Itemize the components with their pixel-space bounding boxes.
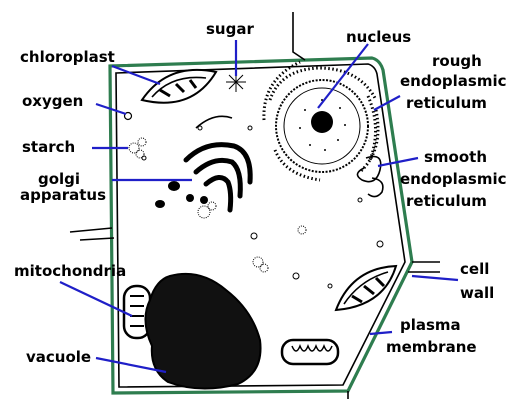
leader-chloroplast xyxy=(112,66,160,84)
golgi-vesicles xyxy=(155,181,208,208)
label-rough-er-2: endoplasmic xyxy=(400,72,507,90)
leader-nucleus xyxy=(318,44,368,108)
label-rough-er-1: rough xyxy=(432,52,482,70)
leader-lines xyxy=(60,40,458,372)
label-starch: starch xyxy=(22,138,75,156)
neighbour-wall-top xyxy=(293,12,305,60)
cytoplasm-specks xyxy=(142,126,383,288)
leader-mitochondria xyxy=(60,282,132,316)
label-sugar: sugar xyxy=(206,20,254,38)
label-cell-wall-1: cell xyxy=(460,260,489,278)
label-nucleus: nucleus xyxy=(346,28,411,46)
label-oxygen: oxygen xyxy=(22,92,83,110)
mitochondrion-bottom xyxy=(282,340,338,364)
golgi-apparatus xyxy=(186,145,250,210)
label-rough-er-3: reticulum xyxy=(406,94,487,112)
chloroplast-top xyxy=(142,70,216,103)
leader-plasma-membrane xyxy=(370,332,392,334)
label-chloroplast: chloroplast xyxy=(20,48,115,66)
label-plasma-membrane-2: membrane xyxy=(386,338,477,356)
leader-cell-wall xyxy=(412,276,458,280)
chloroplast-bottom xyxy=(336,266,396,310)
label-smooth-er-1: smooth xyxy=(424,148,487,166)
neighbour-wall-left xyxy=(70,228,114,240)
label-smooth-er-3: reticulum xyxy=(406,192,487,210)
label-golgi-2: apparatus xyxy=(20,186,106,204)
label-mitochondria: mitochondria xyxy=(14,262,126,280)
label-vacuole: vacuole xyxy=(26,348,91,366)
label-smooth-er-2: endoplasmic xyxy=(400,170,507,188)
label-cell-wall-2: wall xyxy=(460,284,494,302)
nucleolus xyxy=(311,111,333,133)
label-plasma-membrane-1: plasma xyxy=(400,316,461,334)
